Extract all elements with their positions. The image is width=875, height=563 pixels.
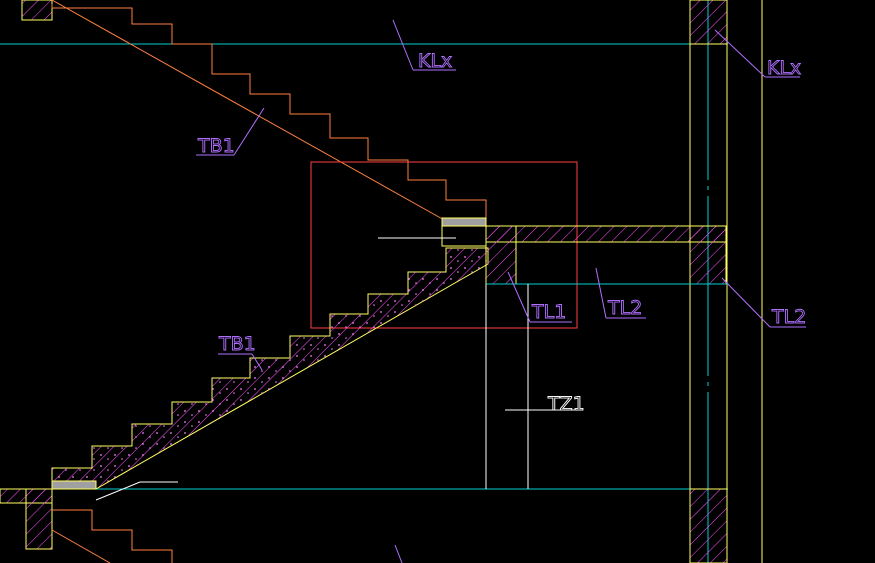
upper-flight-steps — [51, 4, 487, 218]
label-tb1-upper: TB1 — [197, 135, 235, 157]
lower-flight-steps — [52, 509, 173, 563]
detail-frame — [310, 161, 578, 329]
flight-section-dots — [52, 248, 488, 489]
label-tz1: TZ1 — [547, 393, 585, 415]
cantilever-upper — [441, 217, 487, 227]
leader-tl2-mid — [595, 267, 607, 319]
leader-tl2-right — [721, 277, 771, 328]
upper-flight-soffit — [51, 0, 447, 222]
label-tl2-mid: TL2 — [607, 297, 642, 319]
column-top-right — [689, 0, 728, 45]
leader-klx-right — [714, 29, 766, 78]
column-bottom-left — [25, 488, 53, 550]
label-klx-right: KLx — [767, 57, 801, 79]
label-tl2-right: TL2 — [771, 306, 806, 328]
column-bottom-right — [689, 488, 728, 563]
lower-flight-soffit — [51, 529, 111, 563]
leader-tb1-lower — [251, 353, 263, 371]
beam-tl2 — [689, 225, 727, 285]
label-tiaoban-lower: 挑板 — [142, 461, 178, 482]
annotations — [196, 19, 806, 563]
cantilever-upper-base — [441, 225, 487, 247]
label-tl1: TL1 — [531, 301, 566, 323]
label-tiaoban-upper: 挑板 — [380, 218, 416, 239]
label-klx-top: KLx — [418, 50, 452, 72]
leader-bottom-center — [394, 544, 403, 563]
column-top-left — [21, 0, 53, 21]
leader-klx-top — [392, 19, 414, 71]
leader-tl1 — [507, 271, 531, 323]
cantilever-lower — [51, 480, 97, 490]
leader-tb1-upper — [233, 107, 265, 156]
beam-tl1 — [485, 225, 517, 285]
label-tb1-lower: TB1 — [218, 333, 256, 355]
leader-tiaoban-lower — [95, 481, 141, 501]
